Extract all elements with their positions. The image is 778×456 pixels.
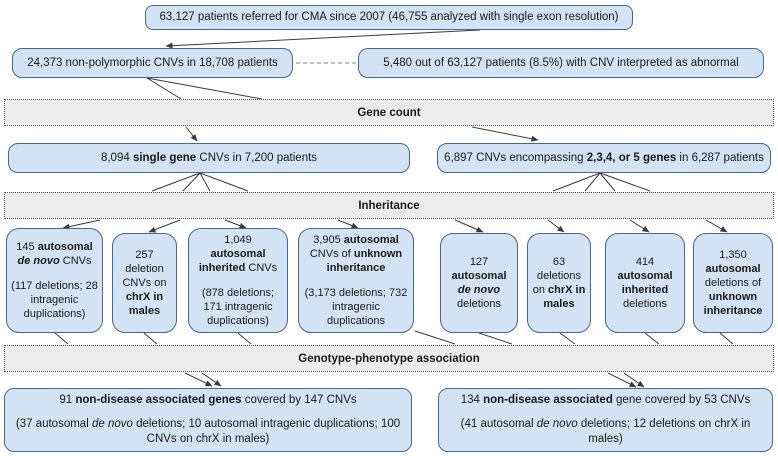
- node-text: 134 non-disease associated gene covered …: [461, 393, 751, 408]
- node-unknown-inheritance-cnvs: 3,905 autosomal CNVs of unknown inherita…: [298, 228, 414, 333]
- text-segment: 8,094: [100, 151, 133, 164]
- text-segment: 2,3,4, or 5 genes: [586, 151, 677, 164]
- genotype-to-bottom-arrows: [184, 372, 645, 388]
- text-segment: de novo: [17, 254, 60, 267]
- node-text: 24,373 non-polymorphic CNVs in 18,708 pa…: [27, 56, 278, 69]
- text-segment: 127: [469, 255, 489, 268]
- node-denovo-cnvs: 145 autosomal de novo CNVs (117 deletion…: [6, 228, 103, 333]
- boxes-to-genotype-lines: [54, 330, 734, 345]
- band-inheritance: Inheritance: [4, 192, 774, 219]
- node-multi-gene-cnvs: 6,897 CNVs encompassing 2,3,4, or 5 gene…: [437, 143, 771, 173]
- text-segment: autosomal inherited: [198, 247, 266, 274]
- top-to-row2-arrow: [165, 29, 481, 49]
- text-segment: chrX in males: [125, 291, 164, 318]
- text-segment: de novo: [536, 418, 578, 431]
- text-segment: CNVs: [59, 254, 92, 267]
- node-text: 414 autosomal inherited deletions: [610, 255, 680, 311]
- node-single-gene-cnvs: 8,094 single gene CNVs in 7,200 patients: [8, 143, 410, 173]
- node-text: 3,905 autosomal CNVs of unknown inherita…: [303, 233, 409, 275]
- text-segment: chrX in males: [543, 284, 586, 311]
- node-text: 63,127 patients referred for CMA since 2…: [159, 11, 619, 24]
- node-text: 6,897 CNVs encompassing 2,3,4, or 5 gene…: [444, 151, 764, 166]
- node-referred-patients: 63,127 patients referred for CMA since 2…: [145, 5, 633, 30]
- text-segment: CNVs: [245, 261, 278, 274]
- text-segment: autosomal: [343, 233, 399, 246]
- text-segment: unknown inheritance: [326, 247, 403, 274]
- band-gene-count: Gene count: [4, 99, 774, 126]
- text-segment: deletions of: [704, 276, 762, 289]
- text-segment: in 6,287 patients: [676, 151, 764, 164]
- text-segment: deletions; 10 autosomal intragenic dupli…: [132, 418, 401, 445]
- node-note: (117 deletions; 28 intragenic duplicatio…: [11, 279, 98, 321]
- text-segment: 414: [635, 255, 655, 268]
- text-segment: autosomal: [37, 240, 93, 253]
- text-segment: CNVs of: [309, 247, 354, 260]
- band-label: Inheritance: [358, 199, 420, 212]
- text-segment: 3,905: [313, 233, 344, 246]
- text-segment: autosomal inherited: [617, 269, 673, 296]
- text-segment: 134: [460, 394, 484, 407]
- node-inherited-deletions: 414 autosomal inherited deletions: [605, 233, 685, 333]
- node-abnormal-cnv-patients: 5,480 out of 63,127 patients (8.5%) with…: [358, 48, 764, 78]
- node-chrx-deletion-cnvs: 257 deletion CNVs on chrX in males: [112, 233, 177, 333]
- text-segment: 91: [59, 394, 76, 407]
- text-segment: unknown inheritance: [703, 291, 763, 318]
- text-segment: non-disease associated: [483, 394, 613, 407]
- text-segment: single gene: [132, 151, 197, 164]
- band-label: Genotype-phenotype association: [298, 352, 480, 365]
- text-segment: 6,897 CNVs encompassing: [444, 151, 587, 164]
- text-segment: de novo: [457, 284, 501, 296]
- text-segment: 63 deletions on: [532, 255, 582, 296]
- text-segment: gene covered by 53 CNVs: [612, 394, 751, 407]
- node-text: 1,350 autosomal deletions of unknown inh…: [698, 248, 768, 318]
- node-note: (41 autosomal de novo deletions; 12 dele…: [445, 417, 766, 447]
- node-note: (37 autosomal de novo deletions; 10 auto…: [11, 417, 405, 447]
- node-text: 8,094 single gene CNVs in 7,200 patients: [101, 151, 317, 166]
- text-segment: covered by 147 CNVs: [241, 394, 357, 407]
- node-text: 127 autosomal de novo deletions: [445, 255, 513, 311]
- genecount-to-row3-arrows: [185, 126, 539, 142]
- node-nonpolymorphic-cnvs: 24,373 non-polymorphic CNVs in 18,708 pa…: [12, 48, 293, 78]
- node-note: (3,173 deletions; 732 intragenic duplica…: [304, 287, 408, 328]
- text-segment: 257 deletion CNVs on: [122, 248, 167, 289]
- text-segment: non-disease associated genes: [75, 394, 242, 407]
- text-segment: 1,350: [719, 248, 747, 261]
- row2-to-genecount-lines: [146, 77, 263, 100]
- node-single-gene-association: 91 non-disease associated genes covered …: [4, 388, 412, 452]
- text-segment: deletions; 12 deletions on chrX in males…: [577, 418, 751, 445]
- node-note: (878 deletions; 171 intragenic duplicati…: [201, 287, 275, 328]
- node-text: 145 autosomal de novo CNVs: [11, 240, 98, 268]
- text-segment: CNVs in 7,200 patients: [196, 151, 318, 164]
- node-denovo-deletions: 127 autosomal de novo deletions: [440, 233, 518, 333]
- text-segment: deletions: [622, 298, 668, 311]
- text-segment: deletions: [456, 298, 502, 311]
- inheritance-to-boxes-arrows: [62, 219, 728, 233]
- text-segment: 145: [16, 240, 38, 253]
- band-genotype-phenotype: Genotype-phenotype association: [4, 345, 774, 372]
- node-unknown-inheritance-deletions: 1,350 autosomal deletions of unknown inh…: [693, 233, 773, 333]
- node-text: 5,480 out of 63,127 patients (8.5%) with…: [383, 56, 739, 69]
- text-segment: 1,049: [224, 233, 252, 246]
- text-segment: (41 autosomal: [460, 418, 537, 431]
- node-chrx-deletions: 63 deletions on chrX in males: [527, 233, 591, 333]
- text-segment: de novo: [91, 418, 133, 431]
- node-text: 91 non-disease associated genes covered …: [59, 393, 356, 408]
- node-text: 257 deletion CNVs on chrX in males: [117, 248, 172, 318]
- row3-to-inheritance-fans: [151, 172, 651, 192]
- node-text: 63 deletions on chrX in males: [532, 255, 586, 311]
- band-label: Gene count: [357, 106, 421, 119]
- text-segment: autosomal: [705, 262, 761, 275]
- text-segment: autosomal: [451, 269, 507, 282]
- node-multi-gene-association: 134 non-disease associated gene covered …: [438, 388, 773, 452]
- text-segment: (37 autosomal: [15, 418, 92, 431]
